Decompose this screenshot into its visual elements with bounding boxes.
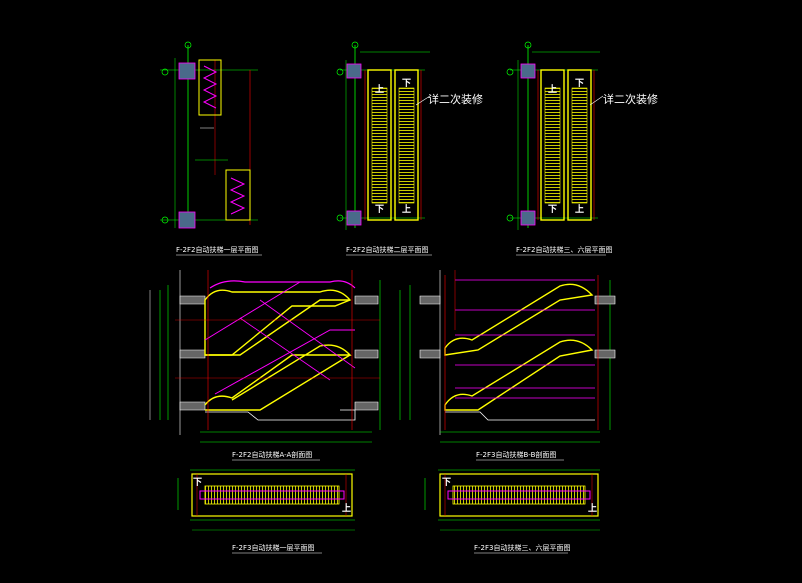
- escalator-plan-right-3f: [567, 69, 592, 221]
- handrail-3f-b: [447, 490, 591, 500]
- caption-plan-2f: F-2F2自动扶梯二层平面图: [346, 245, 429, 254]
- mark-down-3f-left: 下: [548, 204, 557, 215]
- escalator-plan-left-3f: [540, 69, 565, 221]
- caption-plan-3f: F-2F2自动扶梯三、六层平面图: [516, 245, 613, 254]
- escalator-treads-3f-b: [452, 485, 586, 505]
- column-hatch-6: [520, 210, 536, 226]
- truss-lower-b: [444, 339, 594, 411]
- truss-upper-a: [204, 289, 352, 356]
- plan-3f-b-view: [424, 469, 600, 531]
- truss-lower-a: [204, 344, 352, 406]
- mark-up-3f-right: 上: [575, 203, 584, 215]
- note-decor-3f: 详二次装修: [603, 92, 658, 106]
- stair-zigzag-upper: [202, 65, 218, 109]
- mark-up-3f-b: 上: [588, 502, 597, 514]
- plan-1f-view: [160, 41, 258, 229]
- caption-section-a: F-2F2自动扶梯A-A剖面图: [232, 450, 312, 459]
- caption-plan-1f: F-2F2自动扶梯一层平面图: [176, 245, 259, 254]
- section-b-view: [399, 270, 616, 443]
- mark-down-3f-right: 下: [575, 78, 584, 89]
- column-hatch-1: [178, 62, 196, 80]
- plan-3f-view: [506, 41, 604, 230]
- mark-up-3f-left: 上: [548, 83, 557, 95]
- section-a-view: [149, 270, 381, 443]
- truss-upper-b: [444, 283, 594, 356]
- mark-down-1f-b: 下: [193, 477, 202, 488]
- escalator-treads-1f-b: [204, 485, 340, 505]
- column-hatch-2: [178, 211, 196, 229]
- caption-plan-3f-b: F-2F3自动扶梯三、六层平面图: [474, 543, 571, 552]
- handrail-1f-b: [199, 490, 345, 500]
- plan-2f-view: [336, 41, 431, 230]
- column-hatch-3: [346, 63, 362, 79]
- note-decor-2f: 详二次装修: [428, 92, 483, 106]
- mark-down-2f-right: 下: [402, 78, 411, 89]
- caption-plan-1f-b: F-2F3自动扶梯一层平面图: [232, 543, 315, 552]
- mark-up-2f-right: 上: [402, 203, 411, 215]
- mark-down-2f-left: 下: [375, 204, 384, 215]
- escalator-plan-left: [367, 69, 392, 221]
- stair-zigzag-lower: [229, 177, 246, 215]
- column-hatch-4: [346, 210, 362, 226]
- column-hatch-5: [520, 63, 536, 79]
- escalator-plan-right: [394, 69, 419, 221]
- mark-up-2f-left: 上: [375, 83, 384, 95]
- mark-up-1f-b: 上: [342, 502, 351, 514]
- mark-down-3f-b: 下: [442, 477, 451, 488]
- caption-section-b: F-2F3自动扶梯B-B剖面图: [476, 450, 556, 459]
- plan-1f-b-view: [177, 469, 355, 531]
